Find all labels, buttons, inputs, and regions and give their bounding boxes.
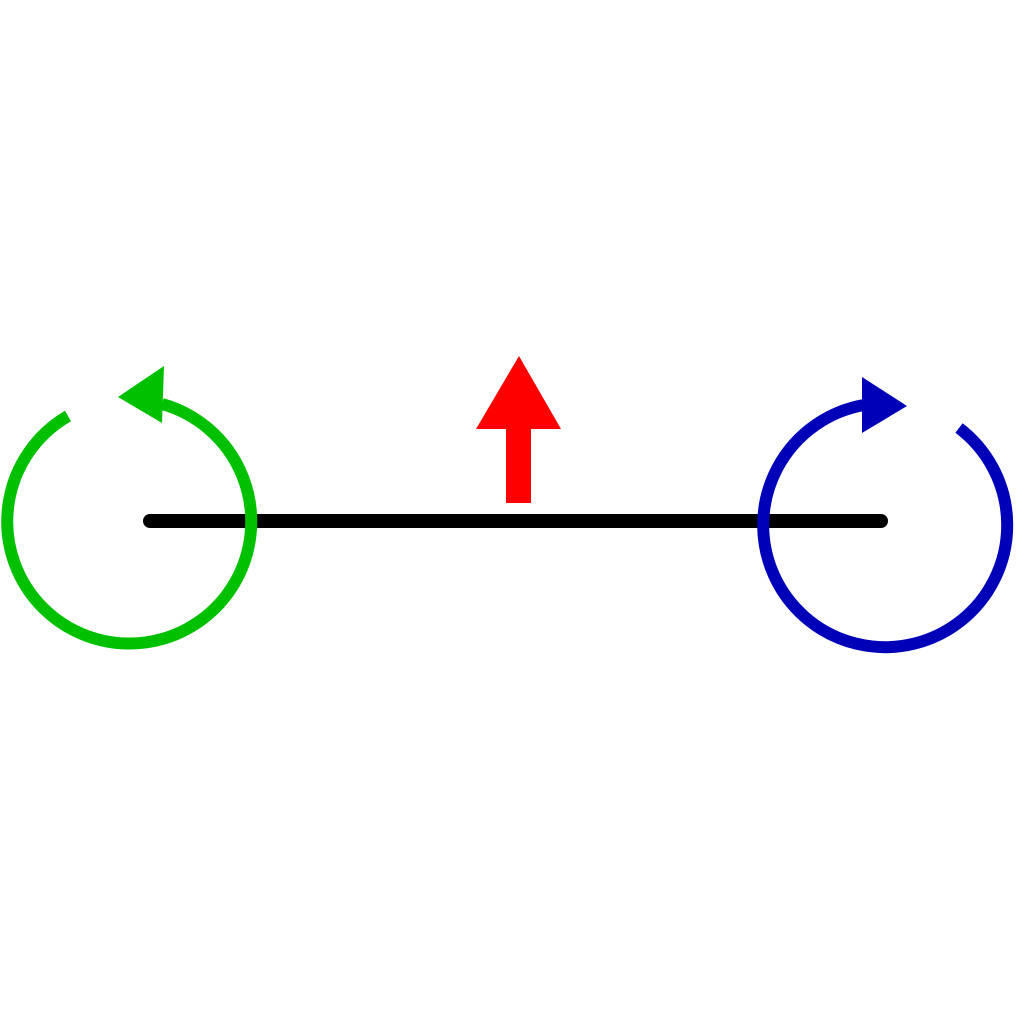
left-arc (1, 398, 258, 650)
clockwise-rotation-arrow-icon (757, 377, 1014, 654)
right-arc (757, 399, 1014, 654)
counterclockwise-rotation-arrow-icon (1, 366, 258, 650)
center-arrow-shaft (506, 427, 531, 503)
center-arrowhead (476, 356, 561, 429)
upward-arrow-icon (476, 356, 561, 503)
left-arrowhead (118, 366, 164, 423)
right-arrowhead (862, 377, 907, 433)
